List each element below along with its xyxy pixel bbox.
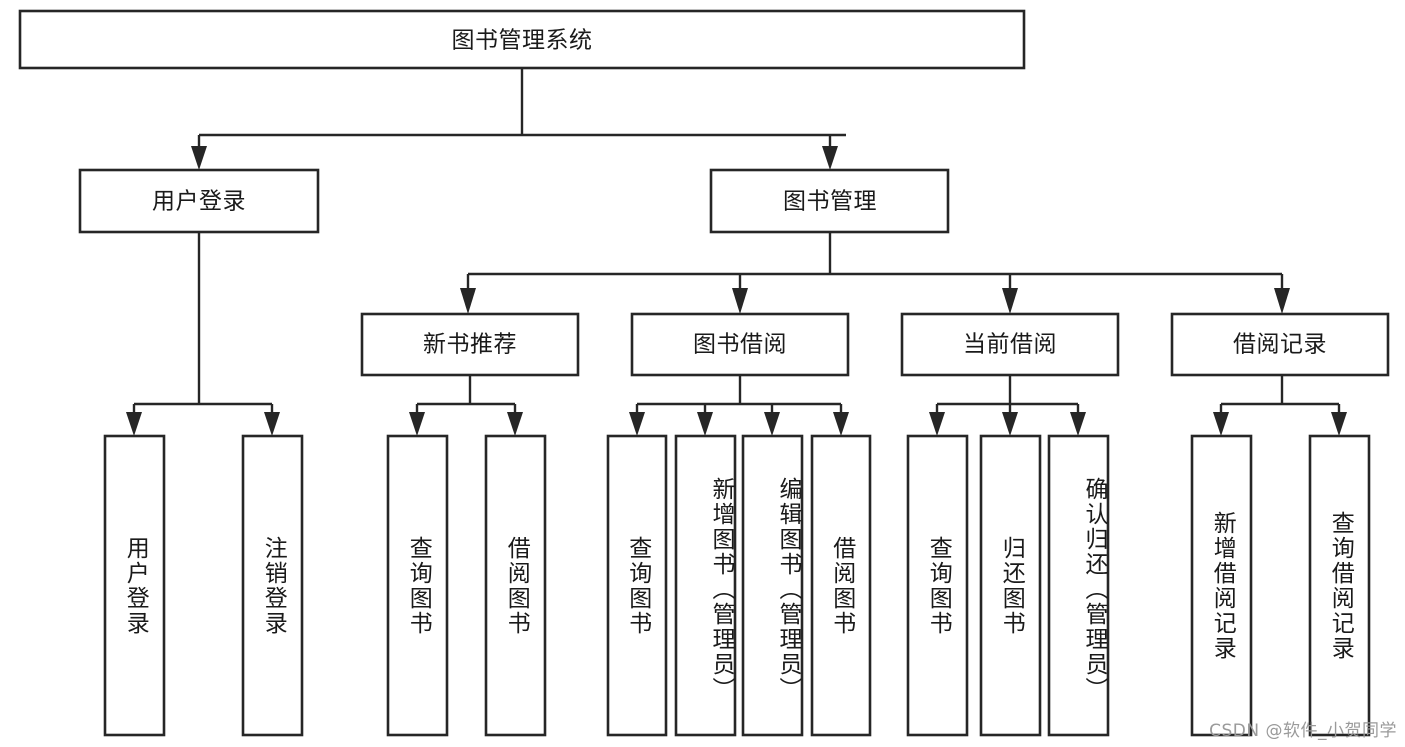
connectors-newbook-to-leaves <box>409 375 523 436</box>
arrow-head-icon <box>822 146 838 170</box>
node-borrow-record-label: 借阅记录 <box>1233 332 1327 358</box>
arrow-head-icon <box>126 412 142 436</box>
arrow-head-icon <box>460 288 476 314</box>
arrow-head-icon <box>507 412 523 436</box>
node-leaf-borrow-book-2[interactable] <box>810 434 872 737</box>
arrow-head-icon <box>833 412 849 436</box>
node-borrow-record[interactable]: 借阅记录 <box>1170 312 1390 377</box>
node-leaf-query-record[interactable] <box>1308 434 1371 737</box>
arrow-head-icon <box>1213 412 1229 436</box>
connectors-root-to-level2 <box>191 68 846 170</box>
node-leaf-query-book-3[interactable] <box>906 434 969 737</box>
node-new-book-rec-label: 新书推荐 <box>423 332 517 358</box>
node-root[interactable]: 图书管理系统 <box>18 9 1026 70</box>
node-user-login-label: 用户登录 <box>152 189 246 215</box>
arrow-head-icon <box>732 288 748 314</box>
node-leaf-logout[interactable] <box>241 434 304 737</box>
node-book-manage[interactable]: 图书管理 <box>709 168 950 234</box>
connectors-borrowrecord-to-leaves <box>1213 375 1347 436</box>
arrow-head-icon <box>697 412 713 436</box>
node-leaf-add-book[interactable] <box>674 434 737 737</box>
node-leaf-return-book[interactable] <box>979 434 1042 737</box>
arrow-head-icon <box>929 412 945 436</box>
arrow-head-icon <box>264 412 280 436</box>
connectors-currentborrow-to-leaves <box>929 375 1086 436</box>
arrow-head-icon <box>1331 412 1347 436</box>
node-book-manage-label: 图书管理 <box>783 189 877 215</box>
node-new-book-rec[interactable]: 新书推荐 <box>360 312 580 377</box>
node-user-login[interactable]: 用户登录 <box>78 168 320 234</box>
arrow-head-icon <box>409 412 425 436</box>
arrow-head-icon <box>764 412 780 436</box>
node-current-borrow-label: 当前借阅 <box>963 332 1057 358</box>
node-current-borrow[interactable]: 当前借阅 <box>900 312 1120 377</box>
arrow-head-icon <box>1070 412 1086 436</box>
node-leaf-add-record[interactable] <box>1190 434 1253 737</box>
arrow-head-icon <box>1002 412 1018 436</box>
node-leaf-user-login[interactable] <box>103 434 166 737</box>
arrow-head-icon <box>1002 288 1018 314</box>
connectors-userlogin-to-leaves <box>126 232 280 436</box>
csdn-watermark: CSDN @软件_小贺同学 <box>1209 721 1397 741</box>
connectors-bookborrow-to-leaves <box>629 375 849 436</box>
node-leaf-query-book-1[interactable] <box>386 434 449 737</box>
node-book-borrow-label: 图书借阅 <box>693 332 787 358</box>
node-root-label: 图书管理系统 <box>452 28 593 54</box>
arrow-head-icon <box>1274 288 1290 314</box>
connectors-bookmanage-to-level3 <box>460 232 1290 314</box>
node-leaf-confirm-return[interactable] <box>1047 434 1110 737</box>
leaf-boxes <box>103 434 1371 737</box>
arrow-head-icon <box>191 146 207 170</box>
node-book-borrow[interactable]: 图书借阅 <box>630 312 850 377</box>
node-leaf-edit-book[interactable] <box>741 434 804 737</box>
node-leaf-query-book-2[interactable] <box>606 434 668 737</box>
arrow-head-icon <box>629 412 645 436</box>
node-leaf-borrow-book-1[interactable] <box>484 434 547 737</box>
